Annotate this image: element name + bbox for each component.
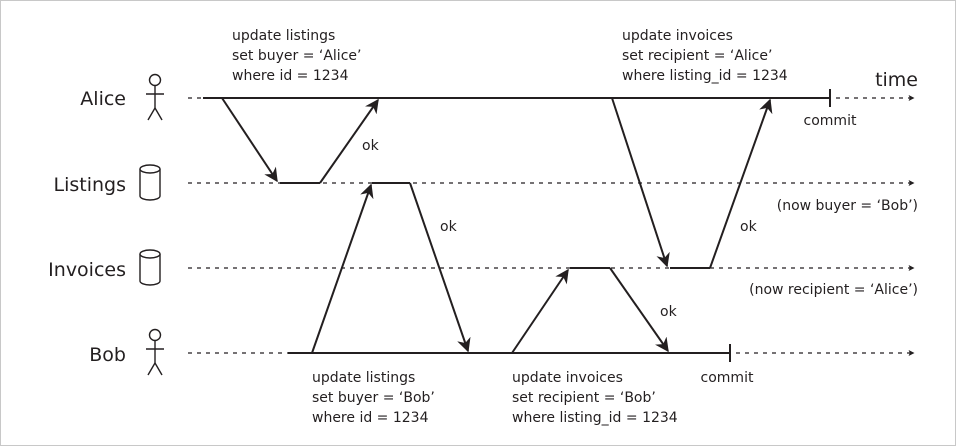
svg-text:update listings: update listings (312, 370, 415, 386)
person-icon (146, 73, 164, 121)
ok-label: ok (740, 219, 758, 235)
bob-update-invoices-statement: update invoices set recipient = ‘Bob’ wh… (512, 370, 678, 426)
listings-state-note: (now buyer = ‘Bob’) (777, 198, 918, 214)
person-icon (146, 328, 164, 376)
svg-text:set buyer = ‘Bob’: set buyer = ‘Bob’ (312, 390, 435, 406)
svg-text:update listings: update listings (232, 28, 335, 44)
database-icon (139, 249, 161, 286)
bob-update-invoices-arrow (511, 268, 569, 354)
bob-update-listings-statement: update listings set buyer = ‘Bob’ where … (312, 370, 435, 426)
svg-text:update invoices: update invoices (512, 370, 623, 386)
alice-commit-label: commit (804, 113, 857, 129)
alice-update-invoices-arrow (611, 97, 670, 268)
bob-update-listings-arrow (311, 183, 374, 354)
invoices-ok-to-bob-arrow (609, 267, 669, 353)
svg-text:where listing_id = 1234: where listing_id = 1234 (622, 68, 788, 84)
bob-commit-label: commit (701, 370, 754, 386)
invoices-ok-to-alice-arrow (709, 98, 773, 269)
invoices-state-note: (now recipient = ‘Alice’) (749, 282, 918, 298)
svg-text:set recipient = ‘Alice’: set recipient = ‘Alice’ (622, 48, 772, 64)
ok-label: ok (362, 138, 380, 154)
actor-label-bob: Bob (89, 344, 126, 366)
listings-ok-to-alice-arrow (319, 98, 379, 184)
svg-text:set buyer = ‘Alice’: set buyer = ‘Alice’ (232, 48, 361, 64)
svg-text:where listing_id = 1234: where listing_id = 1234 (512, 410, 678, 426)
alice-update-listings-statement: update listings set buyer = ‘Alice’ wher… (232, 28, 361, 84)
svg-text:where id = 1234: where id = 1234 (232, 68, 349, 84)
time-axis-label: time (875, 69, 918, 91)
actor-label-alice: Alice (80, 88, 126, 110)
svg-text:set recipient = ‘Bob’: set recipient = ‘Bob’ (512, 390, 656, 406)
actor-label-listings: Listings (54, 174, 127, 196)
alice-update-listings-arrow (221, 97, 278, 183)
actor-label-invoices: Invoices (48, 259, 126, 281)
alice-update-invoices-statement: update invoices set recipient = ‘Alice’ … (622, 28, 788, 84)
ok-label: ok (440, 219, 458, 235)
database-icon (139, 164, 161, 201)
svg-text:where id = 1234: where id = 1234 (312, 410, 429, 426)
listings-ok-to-bob-arrow (409, 182, 471, 353)
ok-label: ok (660, 304, 678, 320)
svg-text:update invoices: update invoices (622, 28, 733, 44)
